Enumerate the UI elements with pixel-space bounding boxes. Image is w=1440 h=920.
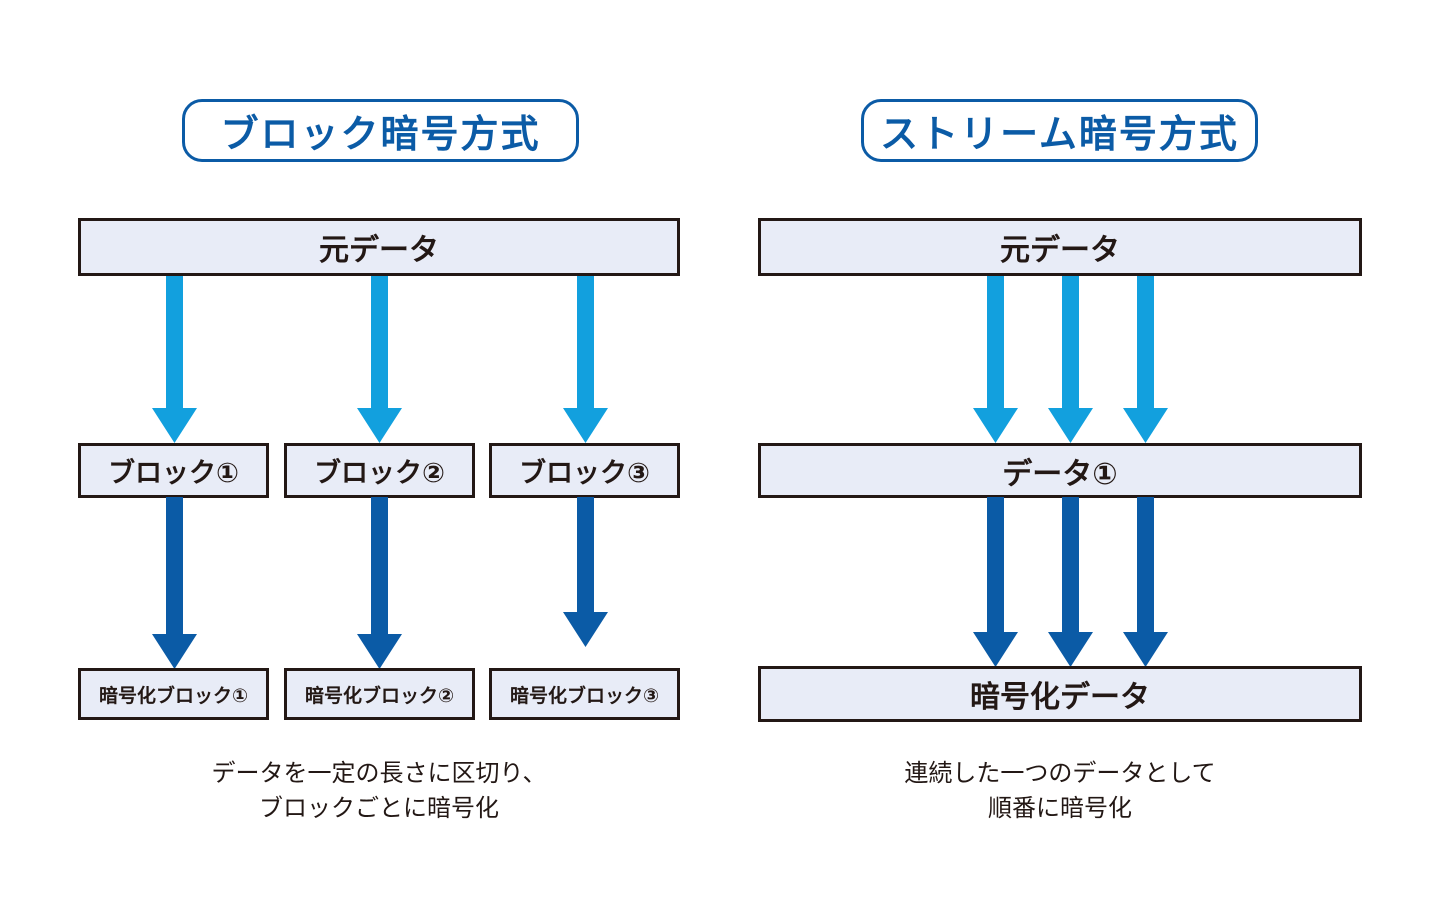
block-cipher-title: ブロック暗号方式 (182, 99, 579, 162)
encrypt-arrow-left-3 (563, 497, 608, 647)
split-arrow-left-2 (357, 276, 402, 443)
right-encrypted-data-box: 暗号化データ (758, 666, 1362, 722)
block-cipher-caption-line-2: ブロックごとに暗号化 (259, 793, 499, 822)
block-cipher-caption-line-1: データを一定の長さに区切り、 (211, 759, 547, 787)
left-encrypted-block-box-1: 暗号化ブロック① (78, 668, 269, 720)
split-arrow-right-3 (1123, 276, 1168, 443)
right-source-data-box: 元データ (758, 218, 1362, 276)
split-arrow-right-1 (973, 276, 1018, 443)
split-arrow-left-3 (563, 276, 608, 443)
block-cipher-panel: ブロック暗号方式 元データ ブロック① ブロック② ブロック③ (78, 99, 680, 826)
encrypt-arrow-left-1 (152, 497, 197, 669)
right-data-box: データ① (758, 443, 1362, 498)
left-source-data-box: 元データ (78, 218, 680, 276)
split-arrow-left-1 (152, 276, 197, 443)
encrypt-arrow-right-3 (1123, 497, 1168, 667)
block-cipher-caption: データを一定の長さに区切り、 ブロックごとに暗号化 (78, 756, 680, 826)
encrypt-arrow-left-2 (357, 497, 402, 669)
left-encrypted-block-box-2: 暗号化ブロック② (284, 668, 475, 720)
stream-cipher-caption-line-2: 順番に暗号化 (988, 793, 1132, 822)
stream-cipher-caption: 連続した一つのデータとして 順番に暗号化 (758, 756, 1362, 826)
stream-cipher-panel: ストリーム暗号方式 元データ データ① (720, 0, 1440, 920)
left-block-box-1: ブロック① (78, 443, 269, 498)
stream-cipher-caption-line-1: 連続した一つのデータとして (904, 759, 1216, 787)
left-block-box-3: ブロック③ (489, 443, 680, 498)
encrypt-arrow-right-1 (973, 497, 1018, 667)
split-arrow-right-2 (1048, 276, 1093, 443)
encrypt-arrow-right-2 (1048, 497, 1093, 667)
left-encrypted-block-box-3: 暗号化ブロック③ (489, 668, 680, 720)
stream-cipher-title: ストリーム暗号方式 (861, 99, 1258, 162)
left-block-box-2: ブロック② (284, 443, 475, 498)
